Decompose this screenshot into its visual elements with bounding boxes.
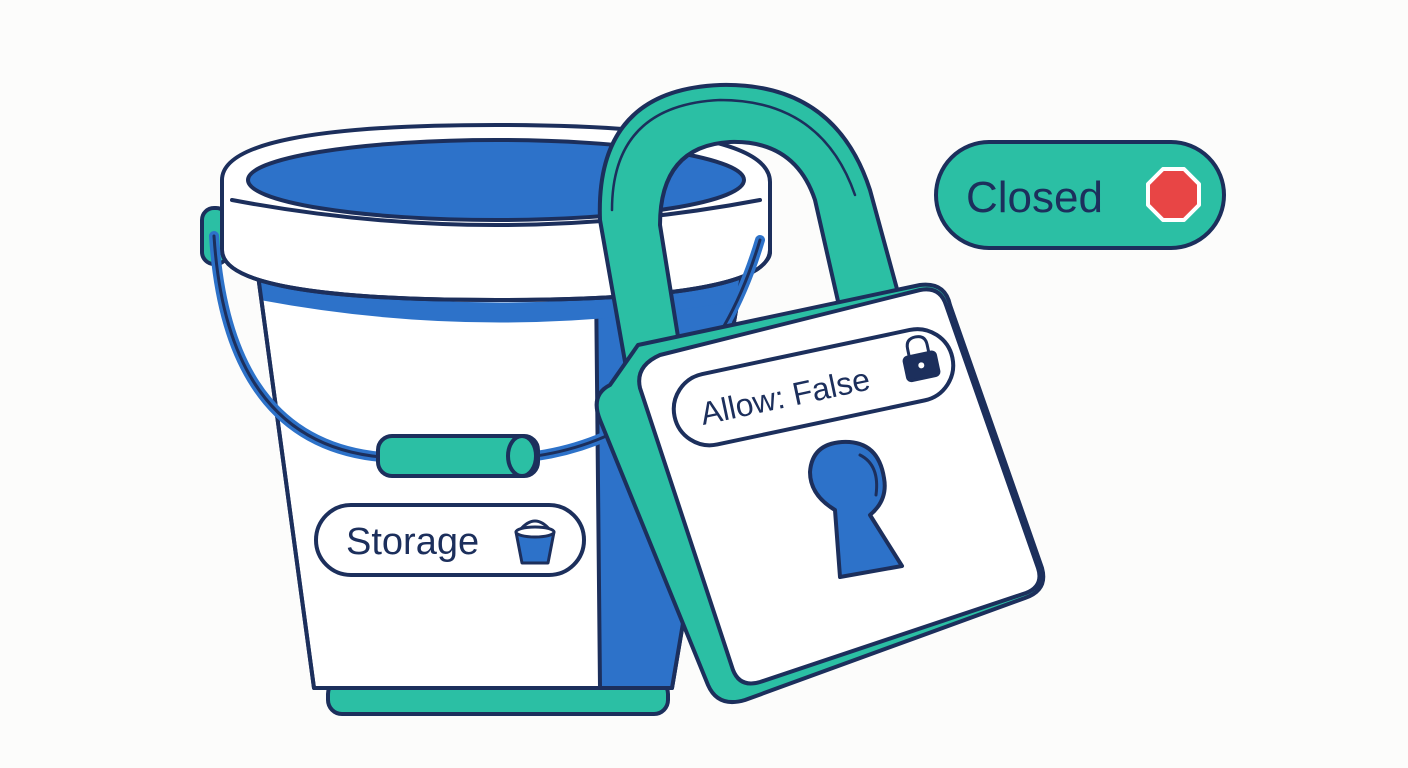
bucket-icon (514, 519, 556, 565)
storage-label-pill: Storage (314, 503, 586, 577)
keyhole-icon (808, 439, 904, 579)
closed-status-pill: Closed (934, 140, 1226, 250)
allow-false-label-pill: Allow: False (671, 327, 956, 448)
stop-octagon-icon (1146, 167, 1201, 222)
storage-label: Storage (346, 521, 479, 563)
padlock-shackle (597, 82, 902, 392)
lock-icon (902, 335, 941, 383)
closed-status-label: Closed (966, 173, 1103, 222)
